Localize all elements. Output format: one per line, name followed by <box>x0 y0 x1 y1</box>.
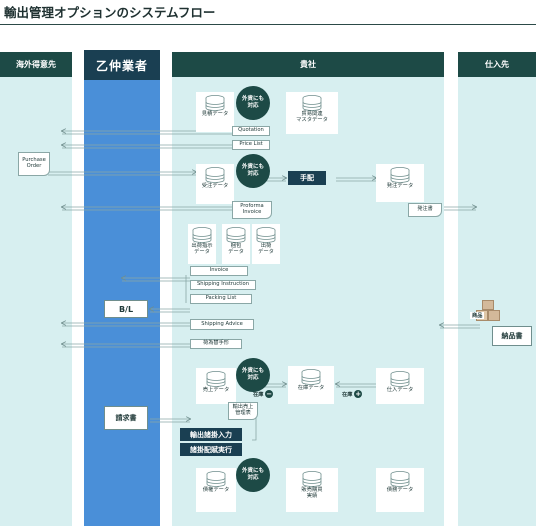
title-rule <box>0 24 536 25</box>
stock-in-text: 在庫 <box>342 392 353 398</box>
lane-head-forwarder: 乙仲業者 <box>84 50 160 80</box>
database-icon <box>226 227 246 243</box>
tehai-box: 手配 <box>288 171 326 185</box>
doc-proforma-invoice: Proforma Invoice <box>232 201 272 219</box>
db-inventory: 在庫データ <box>288 366 334 404</box>
db-label: 梱包 データ <box>228 243 244 256</box>
database-icon <box>390 471 410 487</box>
doc-packing-list: Packing List <box>190 294 252 304</box>
db-label: 債務データ <box>386 487 414 493</box>
db-label: 売上データ <box>202 387 230 393</box>
goods-label: 商品 <box>470 312 485 319</box>
doc-bl: B/L <box>104 300 148 318</box>
database-icon <box>205 95 225 111</box>
doc-nohinsho: 納品書 <box>492 326 532 346</box>
db-shipping-instruction: 出荷指示 データ <box>188 224 216 264</box>
foreign-currency-badge-2: 外貨にも 対応 <box>236 154 270 188</box>
doc-invoice: Invoice <box>190 266 248 276</box>
database-icon <box>390 167 410 183</box>
export-input-box: 輸出諸掛入力 <box>180 428 242 441</box>
minus-icon: − <box>265 390 274 398</box>
plus-icon: + <box>354 390 363 398</box>
doc-shipping-instruction: Shipping Instruction <box>190 280 256 290</box>
db-receivable: 債権データ <box>196 468 236 512</box>
db-label: 出荷指示 データ <box>191 243 213 256</box>
doc-quotation: Quotation <box>232 126 270 136</box>
lane-head-company: 貴社 <box>172 52 444 77</box>
db-estimate: 見積データ <box>196 92 234 132</box>
lane-supplier <box>458 52 536 526</box>
db-packing: 梱包 データ <box>222 224 250 264</box>
foreign-currency-badge-1: 外貨にも 対応 <box>236 86 270 120</box>
database-icon <box>390 371 410 387</box>
db-label: 発注データ <box>386 183 414 189</box>
stock-out-text: 在庫 <box>253 392 264 398</box>
doc-hacchusho: 発注書 <box>408 203 442 217</box>
lane-head-overseas: 海外得意先 <box>0 52 72 77</box>
db-sales-result: 販売購買 実績 <box>286 468 338 512</box>
database-icon <box>302 471 322 487</box>
lane-head-supplier: 仕入先 <box>458 52 536 77</box>
db-label: 仕入データ <box>386 387 414 393</box>
doc-shipping-advice: Shipping Advice <box>190 319 254 330</box>
db-purchase: 仕入データ <box>376 368 424 404</box>
database-icon <box>205 167 225 183</box>
lane-forwarder <box>84 50 160 526</box>
charge-allocation-box: 諸掛配賦実行 <box>180 443 242 456</box>
stock-out-label: 在庫 − <box>253 390 274 398</box>
db-shipment: 出荷 データ <box>252 224 280 264</box>
doc-bill-of-exchange: 荷為替手形 <box>190 339 242 349</box>
database-icon <box>301 369 321 385</box>
doc-purchase-order: Purchase Order <box>18 152 50 176</box>
database-icon <box>192 227 212 243</box>
page-title: 輸出管理オプションのシステムフロー <box>4 5 216 20</box>
db-label: 債権データ <box>202 487 230 493</box>
db-sales: 売上データ <box>196 368 236 404</box>
db-label: 在庫データ <box>297 385 325 391</box>
foreign-currency-badge-3: 外貨にも 対応 <box>236 358 270 392</box>
database-icon <box>256 227 276 243</box>
db-payable: 債務データ <box>376 468 424 512</box>
db-label: 販売購買 実績 <box>301 487 323 500</box>
db-label: 貿易関連 マスタデータ <box>296 111 328 124</box>
db-order: 受注データ <box>196 164 234 204</box>
database-icon <box>302 95 322 111</box>
lane-overseas <box>0 52 72 526</box>
db-purchase-order-data: 発注データ <box>376 164 424 202</box>
db-trade-master: 貿易関連 マスタデータ <box>286 92 338 134</box>
stock-in-label: 在庫 + <box>342 390 363 398</box>
doc-seikyusho: 請求書 <box>104 406 148 430</box>
db-label: 受注データ <box>201 183 229 189</box>
doc-price-list: Price List <box>232 140 270 150</box>
foreign-currency-badge-4: 外貨にも 対応 <box>236 458 270 492</box>
db-label: 出荷 データ <box>258 243 274 256</box>
doc-export-sales-ledger: 輸出売上 管理表 <box>228 402 258 420</box>
db-label: 見積データ <box>201 111 229 117</box>
database-icon <box>206 471 226 487</box>
database-icon <box>206 371 226 387</box>
